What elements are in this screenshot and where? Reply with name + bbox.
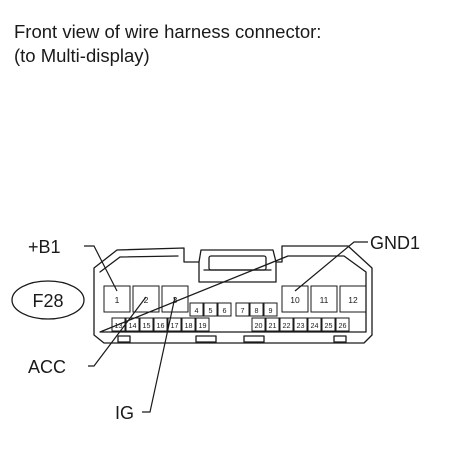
acc-label: ACC [28,357,66,377]
pin-label-16: 16 [157,321,165,330]
gnd1-leader-line [294,241,368,292]
connector-latch [198,261,277,283]
b1-label: +B1 [28,237,61,257]
pin-cavity-2 [132,285,160,313]
pin-label-6: 6 [223,306,227,315]
pin-label-1: 1 [115,295,120,305]
pin-label-25: 25 [325,321,333,330]
pin-label-17: 17 [171,321,179,330]
pin-cavity-11 [310,285,338,313]
ig-label: IG [115,403,134,423]
gnd1-label: GND1 [370,233,420,253]
lower-pin-row [111,317,350,332]
pin-label-24: 24 [311,321,319,330]
connector-code-label: F28 [32,291,63,311]
caption-line-2: (to Multi-display) [14,45,150,66]
pin-label-2: 2 [144,295,149,305]
pin-label-19: 19 [199,321,207,330]
pin-label-14: 14 [129,321,137,330]
connector-code-ellipse [11,280,85,320]
pin-label-4: 4 [195,306,199,315]
pin-label-13: 13 [115,321,123,330]
pin-label-23: 23 [297,321,305,330]
b1-leader-line [84,245,118,292]
pin-label-8: 8 [255,306,259,315]
pin-label-26: 26 [339,321,347,330]
pin-cavity-1 [103,285,131,313]
pin-label-22: 22 [283,321,291,330]
connector-housing [93,245,373,344]
acc-leader-line [88,296,147,367]
upper-mid-pin-row [189,302,278,317]
diagram-caption: Front view of wire harness connector: (t… [14,20,321,68]
pin-label-11: 11 [320,295,329,305]
pin-label-10: 10 [290,295,300,305]
pin-cavity-3 [161,285,189,313]
ig-leader-line [142,296,176,413]
pin-label-12: 12 [348,295,358,305]
pin-label-20: 20 [255,321,263,330]
pin-cavity-10 [281,285,309,313]
pin-cavity-12 [339,285,367,313]
large-pin-row [103,285,367,313]
caption-line-1: Front view of wire harness connector: [14,21,322,42]
pin-label-15: 15 [143,321,151,330]
pin-label-9: 9 [269,306,273,315]
pin-label-3: 3 [173,295,178,305]
pin-label-5: 5 [209,306,213,315]
pin-label-18: 18 [185,321,193,330]
pin-label-21: 21 [269,321,277,330]
pin-label-7: 7 [241,306,245,315]
